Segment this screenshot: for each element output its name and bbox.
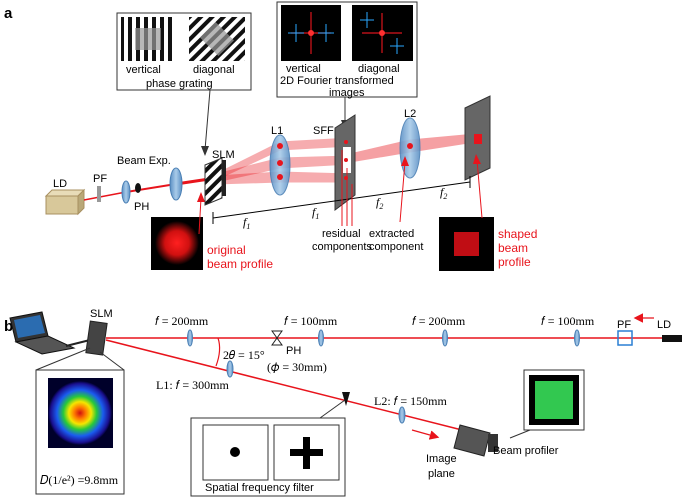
lens-b-l2 (398, 406, 406, 424)
fourier-box: vertical diagonal 2D Fourier transformed… (276, 1, 418, 99)
extracted-line2: component (369, 241, 423, 253)
profiler-image-box (509, 369, 585, 439)
lens-b-f100-left (318, 329, 324, 347)
beam-profiler (453, 424, 498, 457)
spatial-filter-label: Spatial frequency filter (205, 482, 314, 494)
fourier-caption-line2: images (329, 87, 365, 99)
laser-diode (44, 188, 86, 216)
angle-arc (215, 337, 221, 367)
panel-label-a: a (4, 5, 13, 22)
residual-arrows (341, 150, 353, 226)
original-line1: original (207, 243, 246, 257)
pf-label: PF (93, 173, 107, 185)
slm-a (204, 157, 226, 206)
filter-b (342, 392, 350, 406)
original-line2: beam profile (207, 257, 273, 271)
sff-label: SFF (313, 125, 334, 137)
phase-grating-caption: phase grating (146, 78, 213, 90)
f1-label-b: f1 (312, 205, 319, 221)
slm-label-b: SLM (90, 308, 113, 320)
lens-b-f200-left (187, 329, 193, 347)
f1-label-a: f1 (243, 215, 250, 231)
ph-label-b: PH (286, 345, 301, 357)
angle-label: 2𝜃 = 15° (223, 348, 265, 362)
slm-label-a: SLM (212, 149, 235, 161)
lens-b-l1 (226, 360, 234, 378)
shaped-line1: shaped (498, 227, 537, 241)
fourier-caption-line1: 2D Fourier transformed (280, 75, 394, 87)
beam-exp-label: Beam Exp. (117, 155, 171, 167)
shaped-line2: beam (498, 241, 528, 255)
pf-b (617, 330, 633, 346)
lens-label-f200-left: 𝑓 = 200mm (155, 314, 209, 328)
fourier-vertical-label: vertical (286, 63, 321, 75)
ph-label: PH (134, 201, 149, 213)
l2-label-b: L2: 𝑓 = 150mm (374, 394, 447, 408)
grating-vertical-label: vertical (126, 64, 161, 76)
beam-diameter-label: 𝐷(1/e²) =9.8mm (40, 473, 119, 487)
f2-label-b: f2 (440, 185, 447, 201)
extracted-line1: extracted (369, 228, 414, 240)
pf-element (97, 186, 101, 202)
spatial-filter-box (190, 399, 346, 497)
sff-filter (334, 114, 356, 211)
beam-expander-lens2 (169, 167, 183, 201)
image-plane-line1: Image (426, 453, 457, 465)
lens-b-f100-right (574, 329, 580, 347)
fourier-diagonal-label: diagonal (358, 63, 400, 75)
output-screen (464, 95, 491, 181)
residual-line2: components (312, 241, 372, 253)
l2-label: L2 (404, 108, 416, 120)
beam-profile-box (35, 347, 125, 495)
ld-b (662, 335, 682, 342)
shaped-line3: profile (498, 255, 531, 269)
slm-b (85, 320, 108, 356)
beam-expander-lens1 (121, 180, 131, 204)
pinhole (135, 183, 141, 193)
ld-label-b: LD (657, 319, 671, 331)
lens-label-f200-right: 𝑓 = 200mm (412, 314, 466, 328)
l1-label-b: L1: 𝑓 = 300mm (156, 378, 229, 392)
residual-line1: residual (322, 228, 361, 240)
lens-b-f200-right (442, 329, 448, 347)
laptop-icon (9, 311, 76, 355)
pinhole-b (271, 330, 283, 346)
lens-label-f100-right: 𝑓 = 100mm (541, 314, 595, 328)
pf-label-b: PF (617, 319, 631, 331)
beam-profiler-label: Beam profiler (493, 445, 559, 457)
ld-label: LD (53, 178, 67, 190)
panel-label-b: b (4, 318, 13, 335)
l1-label: L1 (271, 125, 283, 137)
image-plane-line2: plane (428, 468, 455, 480)
grating-diagonal-label: diagonal (193, 64, 235, 76)
lens-label-f100-left: 𝑓 = 100mm (284, 314, 338, 328)
ph-diameter: (𝜙 = 30mm) (267, 360, 327, 374)
f2-label-a: f2 (376, 195, 383, 211)
phase-grating-box: vertical diagonal phase grating (116, 12, 252, 91)
